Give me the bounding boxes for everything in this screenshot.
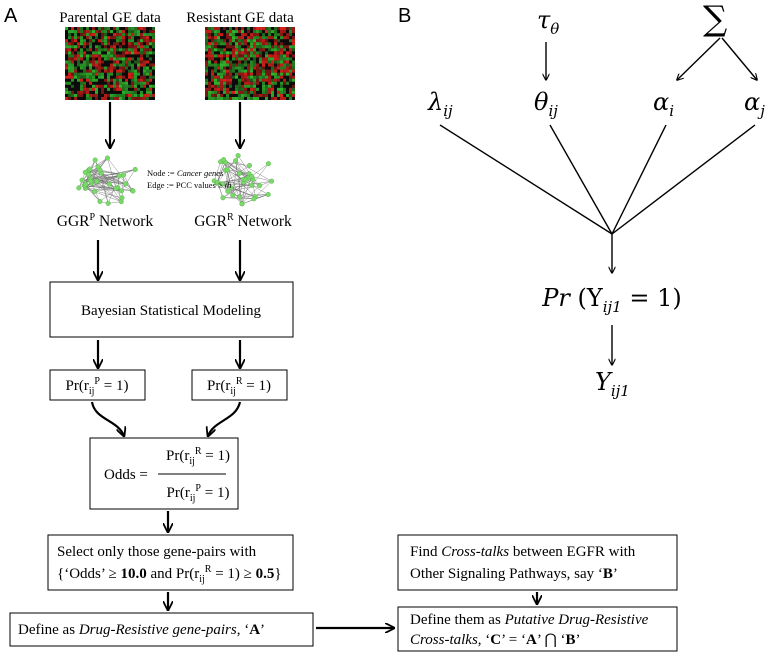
select-line-1: Select only those gene-pairs with (57, 544, 257, 560)
arrow-sigma-to-alpha-j (721, 37, 757, 80)
ggr-p-network-label: GGRP Network (57, 212, 154, 230)
define-c-line-1: Define them as Putative Drug-Resistive (410, 612, 649, 628)
legend-node: Node := Cancer genes (147, 168, 224, 178)
define-drug-resistive-label: Define as Drug-Resistive gene-pairs, ‘A’ (18, 622, 265, 638)
resistant-ge-data-title: Resistant GE data (186, 10, 294, 26)
parental-ge-data-title: Parental GE data (59, 10, 161, 26)
theta-node: θij (534, 88, 558, 120)
alpha-i-node: αi (653, 88, 674, 120)
legend-edge: Edge := PCC values ≥ th (147, 180, 231, 190)
sigma-node: ∑ (703, 0, 727, 39)
resistant-heatmap (205, 27, 295, 100)
ggr-p-network-graph (76, 155, 138, 206)
pr-resistant-box: Pr(rijR = 1) (191, 369, 288, 401)
edge-lambda (439, 124, 613, 235)
bayesian-modeling-label: Bayesian Statistical Modeling (81, 303, 261, 319)
lambda-node: λij (427, 88, 453, 120)
find-line-1: Find Cross-talks between EGFR with (410, 544, 636, 560)
arrow-sigma-to-alpha-i (677, 37, 721, 80)
odds-box: Odds = Pr(rijR = 1) Pr(rijP = 1) (89, 437, 239, 510)
edge-theta (549, 124, 613, 235)
define-cross-talks-box: Define them as Putative Drug-Resistive C… (397, 606, 678, 652)
bayesian-modeling-box: Bayesian Statistical Modeling (49, 281, 294, 338)
odds-label: Odds = (104, 467, 148, 483)
ggr-r-network-label: GGRR Network (194, 212, 292, 230)
ggr-r-network-graph (211, 153, 275, 207)
y-node: Yij1 (595, 368, 630, 400)
select-gene-pairs-box: Select only those gene-pairs with {‘Odds… (47, 534, 294, 591)
probability-expression: Pr (Yij1 = 1) (541, 284, 681, 316)
pr-parental-label: Pr(rijP = 1) (66, 376, 129, 397)
alpha-j-node: αj (744, 88, 765, 120)
pr-parental-box: Pr(rijP = 1) (49, 369, 146, 401)
define-drug-resistive-box: Define as Drug-Resistive gene-pairs, ‘A’ (9, 612, 314, 647)
find-line-2: Other Signaling Pathways, say ‘B’ (410, 566, 618, 582)
panel-a-label: A (4, 5, 18, 27)
parental-heatmap (65, 27, 155, 100)
edge-alpha-j (611, 124, 756, 235)
panel-b-label: B (398, 5, 411, 27)
pr-resistant-label: Pr(rijR = 1) (207, 376, 271, 397)
odds-numerator: Pr(rijR = 1) (166, 446, 230, 467)
arrow-pr-p-to-odds (90, 401, 124, 436)
define-c-line-2: Cross-talks, ‘C’ = ‘A’ ⋂ ‘B’ (410, 632, 581, 648)
tau-theta-node: τθ (537, 6, 559, 38)
edge-alpha-i (611, 124, 667, 235)
select-line-2: {‘Odds’ ≥ 10.0 and Pr(rijR = 1) ≥ 0.5} (57, 564, 282, 585)
odds-denominator: Pr(rijP = 1) (167, 483, 230, 504)
arrow-pr-r-to-odds (208, 401, 242, 436)
find-cross-talks-box: Find Cross-talks between EGFR with Other… (397, 534, 678, 591)
